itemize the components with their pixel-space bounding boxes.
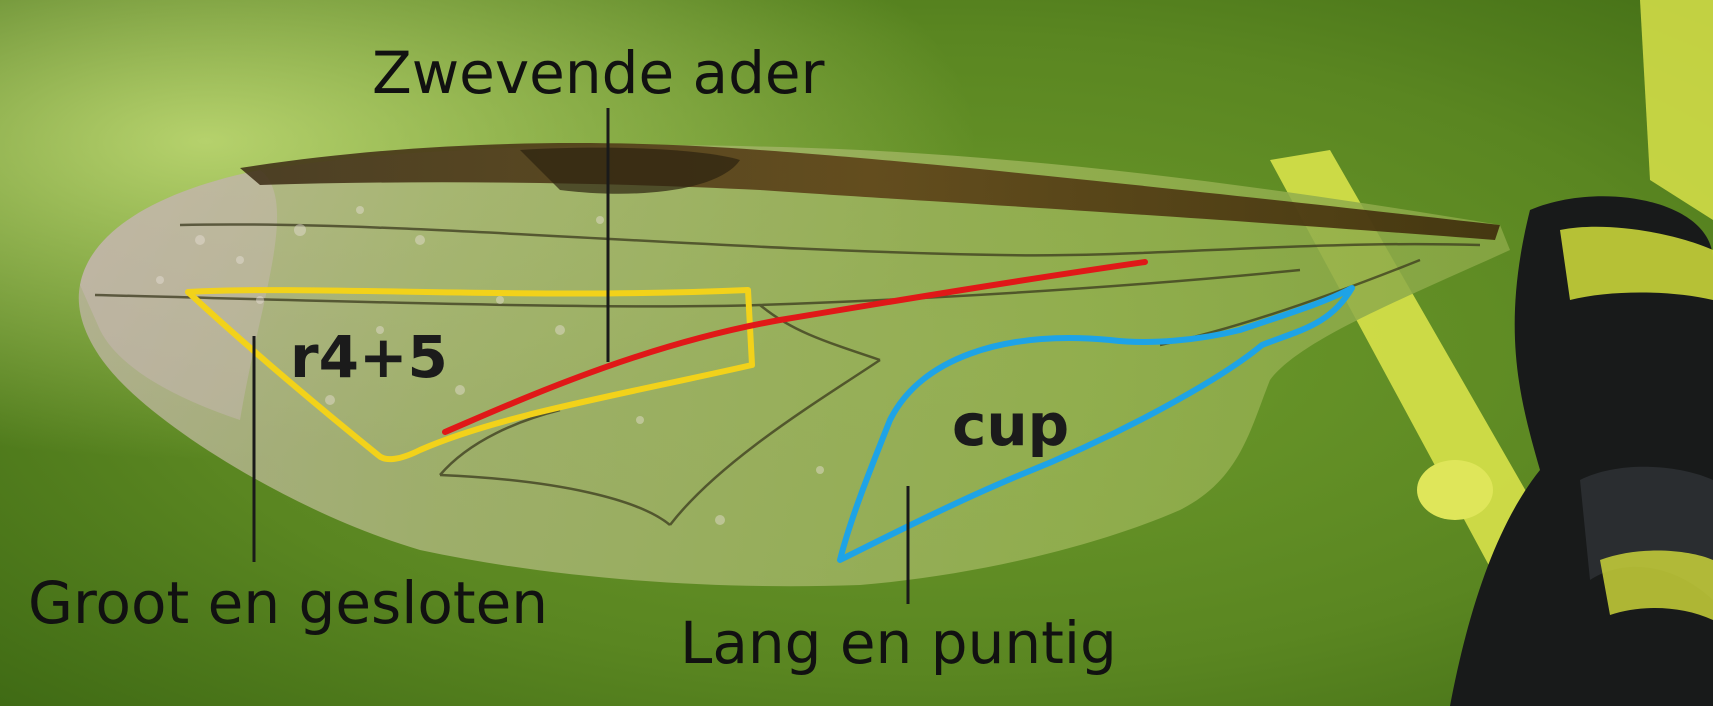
groot-en-gesloten-label: Groot en gesloten (28, 569, 549, 637)
lang-en-puntig-label: Lang en puntig (680, 609, 1117, 677)
zwevende-ader-label: Zwevende ader (372, 39, 825, 107)
cup-cell-label: cup (952, 391, 1070, 459)
r4-5-cell-label: r4+5 (290, 323, 448, 391)
